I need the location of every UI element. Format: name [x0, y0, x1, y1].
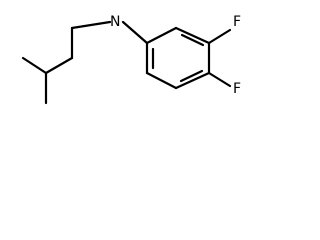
bond-ring-to-f-meta — [207, 28, 232, 45]
ring-bond-2 — [174, 26, 211, 45]
chemical-structure: N F F — [21, 14, 241, 105]
bond-n-to-ring — [121, 20, 149, 45]
bond-ch-to-ch2 — [44, 56, 74, 75]
ring-double-bond-2 — [179, 69, 204, 83]
bond-ch2-to-n — [70, 20, 112, 30]
amine-nitrogen-label: N — [110, 14, 120, 30]
fluorine-para-label: F — [233, 81, 241, 97]
fluorine-meta-label: F — [233, 14, 241, 30]
bond-ch3-a-to-ch — [21, 56, 48, 75]
bond-ring-to-f-para — [207, 71, 232, 88]
ring-bond-4 — [174, 71, 211, 90]
ring-double-bond-1 — [180, 33, 205, 47]
ring-bond-1 — [145, 26, 178, 45]
ring-bond-5 — [145, 71, 178, 90]
